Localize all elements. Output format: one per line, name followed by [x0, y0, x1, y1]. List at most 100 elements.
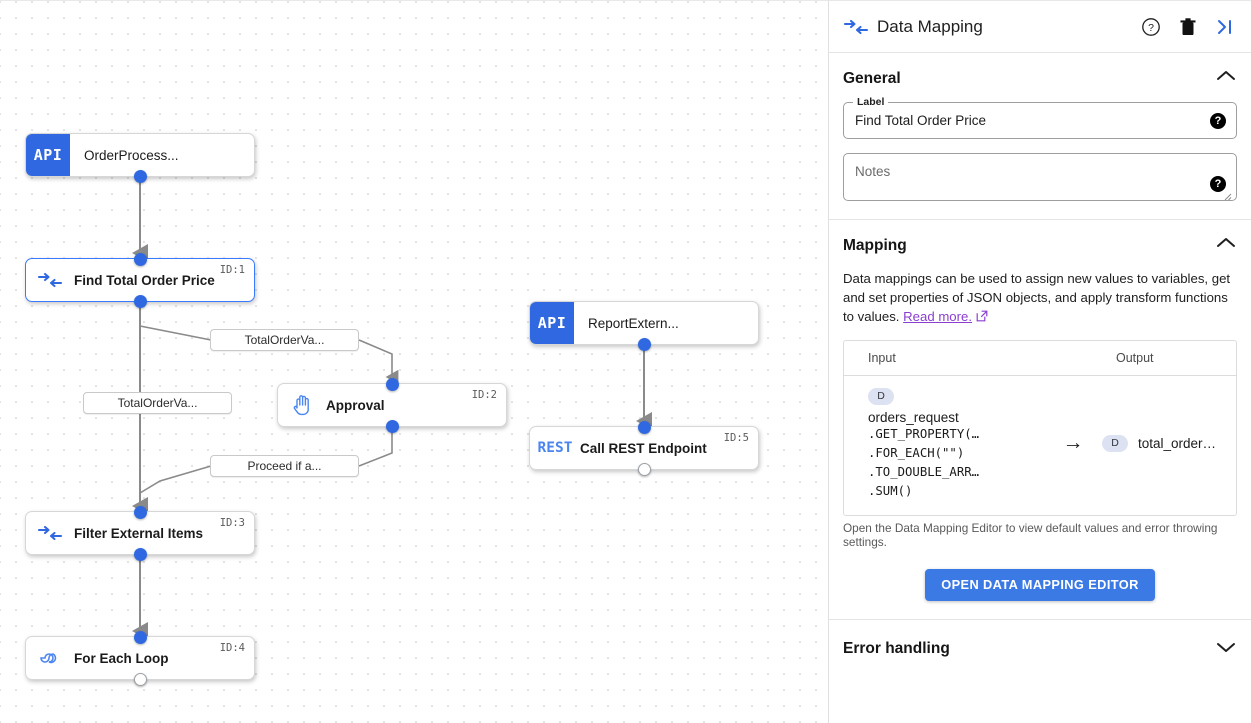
- chevron-up-icon[interactable]: [1215, 236, 1237, 255]
- panel-title: Data Mapping: [877, 16, 983, 36]
- node-id-label: ID:4: [219, 642, 245, 654]
- section-general-header[interactable]: General: [843, 69, 1237, 88]
- node-report-external[interactable]: API ReportExtern...: [529, 301, 759, 351]
- label-field-value: Find Total Order Price: [855, 113, 987, 128]
- node-input-port[interactable]: [133, 505, 147, 519]
- trash-icon[interactable]: [1179, 17, 1197, 37]
- mapping-arrow-icon: →: [1062, 431, 1084, 455]
- help-circle-icon[interactable]: ?: [1141, 17, 1161, 37]
- workflow-canvas[interactable]: API OrderProcess... Find Total Order Pri…: [0, 0, 828, 723]
- label-field-legend: Label: [853, 96, 889, 108]
- label-field[interactable]: Label Find Total Order Price ?: [843, 96, 1237, 139]
- collapse-panel-icon[interactable]: [1215, 17, 1235, 37]
- mapping-table-header: Input Output: [844, 341, 1236, 376]
- data-mapping-icon: [26, 524, 74, 542]
- mapping-output-cell: D total_order…: [1102, 434, 1236, 452]
- help-icon[interactable]: ?: [1210, 176, 1226, 192]
- panel-header: Data Mapping ?: [829, 1, 1251, 53]
- external-link-icon[interactable]: [976, 309, 988, 324]
- node-output-port[interactable]: [133, 169, 147, 183]
- node-for-each-loop[interactable]: For Each Loop ID:4: [25, 630, 255, 686]
- node-content: For Each Loop: [26, 637, 254, 679]
- node-content: Approval: [278, 384, 506, 426]
- section-error-handling[interactable]: Error handling: [829, 618, 1251, 679]
- section-mapping-header[interactable]: Mapping: [843, 236, 1237, 255]
- api-badge-icon: API: [26, 134, 70, 176]
- node-id-label: ID:1: [219, 264, 245, 276]
- notes-field[interactable]: Notes ?: [843, 153, 1237, 201]
- section-title: Mapping: [843, 236, 907, 254]
- input-type-badge: D: [868, 387, 894, 405]
- node-output-port[interactable]: [637, 462, 651, 476]
- node-call-rest-endpoint[interactable]: REST Call REST Endpoint ID:5: [529, 420, 759, 476]
- edge-label[interactable]: TotalOrderVa...: [83, 392, 232, 414]
- input-variable-name: orders_request: [868, 409, 959, 425]
- rest-badge-icon: REST: [537, 440, 573, 456]
- mapping-description-block: Data mappings can be used to assign new …: [843, 269, 1237, 326]
- section-title: General: [843, 69, 901, 87]
- hand-icon: [278, 394, 326, 416]
- column-header-output: Output: [1116, 351, 1154, 365]
- node-input-port[interactable]: [385, 377, 399, 391]
- data-mapping-icon: [26, 271, 74, 289]
- input-function-chain: .GET_PROPERTY(… .FOR_EACH("") .TO_DOUBLE…: [868, 425, 1044, 501]
- column-header-input: Input: [868, 351, 896, 365]
- section-mapping: Mapping Data mappings can be used to ass…: [829, 219, 1251, 619]
- mapping-description: Data mappings can be used to assign new …: [843, 271, 1231, 324]
- chevron-down-icon[interactable]: [1215, 640, 1237, 659]
- node-label: For Each Loop: [74, 650, 169, 666]
- node-loop-port[interactable]: [133, 672, 147, 686]
- output-type-badge: D: [1102, 434, 1128, 452]
- edge-label[interactable]: TotalOrderVa...: [210, 329, 359, 351]
- node-label: Filter External Items: [74, 525, 204, 541]
- help-icon[interactable]: ?: [1210, 112, 1226, 129]
- mapping-table: Input Output D orders_request .GET_PROPE…: [843, 340, 1237, 516]
- node-order-process[interactable]: API OrderProcess...: [25, 133, 255, 183]
- node-output-port[interactable]: [133, 294, 147, 308]
- svg-text:?: ?: [1148, 22, 1154, 34]
- node-input-port[interactable]: [637, 420, 651, 434]
- data-mapping-icon: [843, 18, 877, 36]
- properties-panel: Data Mapping ?: [828, 0, 1251, 723]
- node-label: OrderProcess...: [84, 147, 179, 163]
- node-label: Find Total Order Price: [74, 272, 215, 288]
- function-line: .SUM(): [868, 483, 913, 498]
- node-content: REST Call REST Endpoint: [530, 427, 758, 469]
- node-label: Call REST Endpoint: [580, 440, 707, 456]
- node-label: ReportExtern...: [588, 315, 679, 331]
- node-content: API OrderProcess...: [26, 134, 254, 176]
- function-line: .FOR_EACH(""): [868, 445, 965, 460]
- edge-label[interactable]: Proceed if a...: [210, 455, 359, 477]
- api-badge-icon: API: [530, 302, 574, 344]
- loop-icon: [26, 650, 74, 666]
- notes-placeholder: Notes: [855, 164, 891, 179]
- node-output-port[interactable]: [385, 419, 399, 433]
- node-input-port[interactable]: [133, 252, 147, 266]
- read-more-link[interactable]: Read more.: [903, 309, 973, 324]
- node-id-label: ID:2: [471, 389, 497, 401]
- section-general: General Label Find Total Order Price ? N…: [829, 53, 1251, 219]
- edge-layer: [132, 176, 652, 640]
- table-row[interactable]: D orders_request .GET_PROPERTY(… .FOR_EA…: [844, 376, 1236, 515]
- node-filter-external-items[interactable]: Filter External Items ID:3: [25, 505, 255, 561]
- chevron-up-icon[interactable]: [1215, 69, 1237, 88]
- open-data-mapping-editor-button[interactable]: OPEN DATA MAPPING EDITOR: [925, 568, 1155, 601]
- node-output-port[interactable]: [637, 337, 651, 351]
- node-input-port[interactable]: [133, 630, 147, 644]
- node-find-total-order-price[interactable]: Find Total Order Price ID:1: [25, 252, 255, 308]
- panel-actions: ?: [1141, 17, 1235, 37]
- node-output-port[interactable]: [133, 547, 147, 561]
- mapping-hint: Open the Data Mapping Editor to view def…: [843, 520, 1218, 549]
- node-approval[interactable]: Approval ID:2: [277, 377, 507, 433]
- node-content: Filter External Items: [26, 512, 254, 554]
- node-label: Approval: [326, 397, 385, 413]
- node-id-label: ID:3: [219, 517, 245, 529]
- mapping-input-cell: D orders_request .GET_PROPERTY(… .FOR_EA…: [844, 386, 1044, 501]
- output-variable-name: total_order…: [1138, 435, 1217, 451]
- node-content: API ReportExtern...: [530, 302, 758, 344]
- resize-handle-icon[interactable]: [1223, 188, 1232, 201]
- section-title: Error handling: [843, 640, 950, 657]
- node-id-label: ID:5: [723, 432, 749, 444]
- node-content: Find Total Order Price: [26, 259, 254, 301]
